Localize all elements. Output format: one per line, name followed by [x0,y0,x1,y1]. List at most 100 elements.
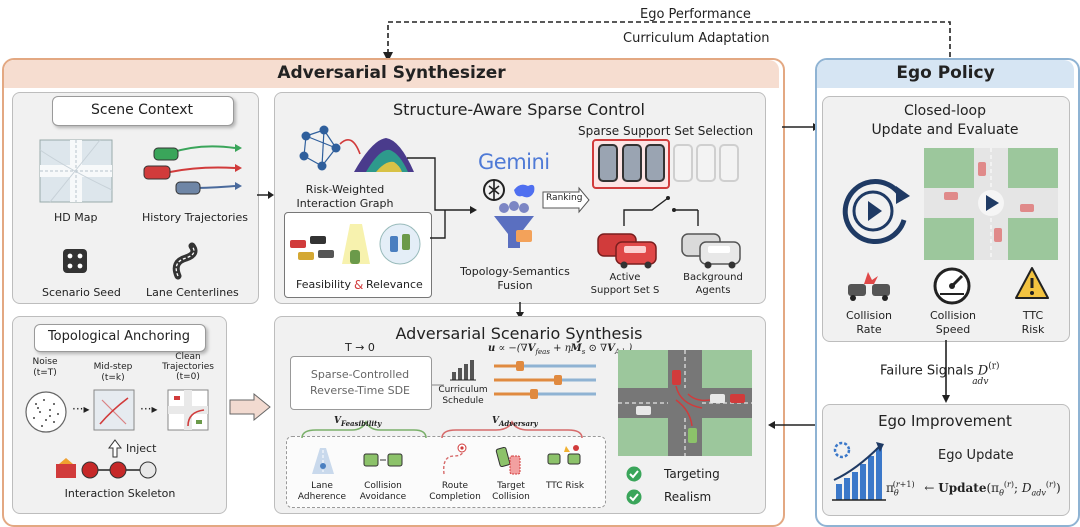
relevance-label: Relevance [366,278,423,291]
sparse-to-synthesis-arrow [516,302,524,319]
openai-icon [483,179,505,201]
background-agents-label-2: Agents [695,285,731,296]
deepseek-icon [514,184,535,198]
collision-avoidance-label-1: Collision [364,481,402,491]
clean-label-1: Clean [175,352,201,362]
closed-loop-label-1: Closed-loop [904,103,986,119]
adversarial-synthesizer-title: Adversarial Synthesizer [277,63,506,83]
adversarial-synthesizer-header [4,60,779,88]
background-agents-icon [681,233,741,269]
selection-switch-icon [623,196,699,226]
ego-policy-title: Ego Policy [896,63,995,83]
lane-adherence-icon [312,448,334,474]
ego-policy-header [817,60,1074,88]
realism-check-icon [626,489,642,505]
objective-brackets [301,420,583,439]
ego-update-label: Ego Update [938,448,1014,463]
curriculum-schedule-label-1: Curriculum [438,385,488,395]
active-support-label-1: Active [609,272,641,283]
lane-centerlines-label: Lane Centerlines [146,286,239,299]
inject-arrow-icon [108,439,122,458]
control-formula: u ∝ −(∇Vfeas + ηMs ⊙ ∇VAdv) [488,343,633,356]
sde-label-1: Sparse-Controlled [310,368,410,381]
curriculum-schedule-icon [450,360,476,381]
topological-anchoring-title-box [34,324,206,352]
interaction-graph-icon [299,125,414,172]
lane-adherence-label-2: Adherence [297,492,347,502]
fusion-label-1: Topology-Semantics [460,265,570,278]
noise-icon [25,391,67,433]
targeting-check-icon [626,466,642,482]
support-car-2 [622,144,642,182]
interaction-skeleton-icon [56,458,157,479]
mid-step-label-2: (t=k) [101,373,125,383]
collision-rate-label-1: Collision [845,309,893,322]
ego-performance-label: Ego Performance [640,7,751,22]
mid-step-icon [93,389,135,431]
realism-label: Realism [664,490,712,504]
clean-label-3: (t=0) [176,372,200,382]
background-car-1 [673,144,693,182]
control-sliders-icon [494,361,596,399]
history-trajectories-label: History Trajectories [142,211,248,224]
noise-label-1: Noise [32,357,58,367]
sde-box [290,356,432,410]
lane-centerlines-icon [172,242,198,280]
feasibility-label: Feasibility [296,278,351,291]
time-arrow-label: T → 0 [345,341,375,354]
objectives-box [286,436,606,508]
interaction-graph-label-2: Interaction Graph [296,197,394,210]
collision-rate-label-2: Rate [856,323,882,336]
ttc-risk-label: TTC Risk [545,481,585,491]
growth-chart-icon [832,441,886,501]
ttc-risk-metric-label-2: Risk [1021,323,1045,336]
ego-to-synth-arrow [768,421,822,429]
v-adversary-label: VAdversary [492,416,538,428]
topological-anchoring-title: Topological Anchoring [47,329,191,344]
sparse-control-title: Structure-Aware Sparse Control [393,100,645,119]
noise-dots-2: ···▸ [140,402,158,416]
sde-label-2: Reverse-Time SDE [310,384,410,397]
curriculum-adaptation-label: Curriculum Adaptation [623,31,770,46]
mid-step-label-1: Mid-step [93,362,133,372]
active-support-cars-icon [597,233,657,269]
target-collision-label-2: Collision [492,492,530,502]
amp-label: & [354,278,364,292]
background-agents-label-1: Background [683,272,743,283]
failure-signal-arrow [942,340,950,403]
active-support-label-2: Support Set S [590,285,660,296]
ttc-risk-metric-label-1: TTC [1022,309,1044,322]
interaction-graph-label-1: Risk-Weighted [305,183,385,196]
hd-map-label: HD Map [54,211,98,224]
collision-avoidance-label-2: Avoidance [359,492,407,502]
ego-intersection-map [924,148,1058,260]
interaction-skeleton-label: Interaction Skeleton [64,487,176,500]
gemini-logo: Gemini [478,150,550,174]
clean-label-2: Trajectories [162,362,214,372]
collision-avoidance-icon [363,453,403,467]
closed-loop-label-2: Update and Evaluate [871,122,1019,138]
sde-arrow [432,384,444,386]
hd-map-icon [39,139,113,203]
route-completion-label-1: Route [441,481,469,491]
failure-signals-label: Failure Signals D(r)adv [880,362,1000,388]
noise-label-2: (t=T) [33,368,57,378]
scene-context-title: Scene Context [91,102,193,118]
anchoring-to-synthesis-arrow [229,392,271,422]
graph-to-fusion-arrow [407,157,477,239]
collision-rate-icon [848,272,890,301]
scene-to-sparse-arrow [257,191,274,199]
background-car-2 [696,144,716,182]
target-collision-label-1: Target [497,481,525,491]
feedback-loop-arrow [383,21,951,62]
targeting-label: Targeting [664,467,720,481]
support-car-3 [645,144,665,182]
noise-dots-1: ···▸ [72,402,90,416]
route-completion-icon [443,443,467,475]
background-car-3 [719,144,739,182]
lane-adherence-label-1: Lane [311,481,333,491]
ego-update-formula: πθ(r+1) ← Update(πθ(r); Dadv(r)) [886,480,1061,498]
ttc-risk-warning-icon [1015,267,1049,299]
ttc-risk-icon [547,445,581,465]
scenario-seed-label: Scenario Seed [42,286,121,299]
